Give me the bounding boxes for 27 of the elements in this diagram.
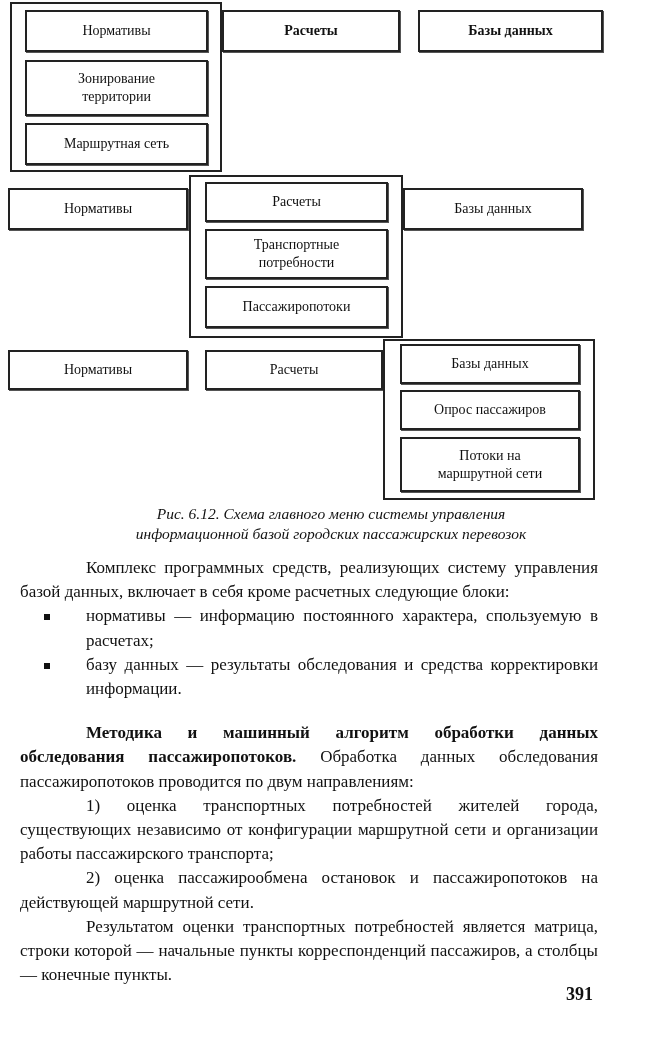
- menu-item-box: Опрос пассажиров: [400, 390, 580, 430]
- menu-item-box: Маршрутная сеть: [25, 123, 208, 165]
- menu-item-box: Потоки на маршрутной сети: [400, 437, 580, 492]
- paragraph: 1) оценка транспортных потребностей жителей города, существующих независимо от конфигурации маршрутной сети и организации работы пассажирского транспорта;: [20, 794, 598, 866]
- menu-item-box: Нормативы: [8, 188, 188, 230]
- list-item-text: нормативы — информацию постоянного характера, спользуемую в расчетах;: [86, 606, 598, 650]
- paragraph: Результатом оценки транспортных потребностей является матрица, строки которой — начальные пункты корреспонденций пассажиров, а столбцы — конечные пункты.: [20, 915, 598, 987]
- menu-item-box: Зонирование территории: [25, 60, 208, 116]
- paragraph: 2) оценка пассажирообмена остановок и пассажиропотоков на действующей маршрутной сети.: [20, 867, 598, 914]
- menu-item-box: Нормативы: [8, 350, 188, 390]
- menu-item-box: Базы данных: [418, 10, 603, 52]
- menu-item-box: Транспортные потребности: [205, 229, 388, 279]
- menu-item-box: Нормативы: [25, 10, 208, 52]
- paragraph: Методика и машинный алгоритм обработки данных обследования пассажиропотоков. Обработка данных обследования пассажиропотоков проводится по двум направлениям:: [20, 722, 598, 793]
- menu-group-panel: [189, 175, 403, 338]
- menu-group-panel: [10, 2, 222, 172]
- menu-item-box: Расчеты: [205, 350, 383, 390]
- menu-item-box: Расчеты: [222, 10, 400, 52]
- figure-caption: Рис. 6.12. Схема главного меню системы управления информационной базой городских пассажирских перевозок: [134, 504, 528, 544]
- menu-item-box: Базы данных: [403, 188, 583, 230]
- menu-group-panel: [383, 339, 595, 500]
- list-item-text: базу данных — результаты обследования и средства корректировки информации.: [86, 654, 598, 698]
- menu-item-box: Расчеты: [205, 182, 388, 222]
- page-number: 391: [566, 984, 593, 1005]
- menu-item-box: Базы данных: [400, 344, 580, 384]
- menu-item-box: Пассажиропотоки: [205, 286, 388, 328]
- paragraph: Комплекс программных средств, реализующих систему управления базой данных, включает в себя кроме расчетных следующие блоки:: [20, 557, 598, 604]
